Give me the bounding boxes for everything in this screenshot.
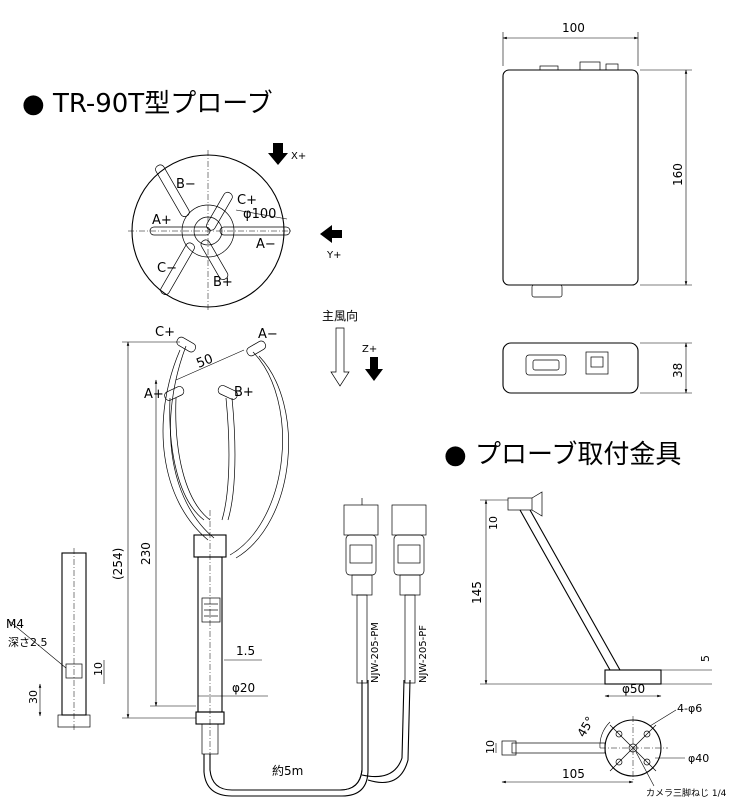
- bracket-dim-145: 145: [470, 581, 484, 604]
- converter-box: 100 160 38: [502, 21, 692, 394]
- box-height-dim: 160: [671, 163, 685, 186]
- dim-230: 230: [139, 542, 153, 565]
- bracket-base-diameter: φ50: [622, 682, 645, 696]
- m4-label: M4: [6, 617, 24, 631]
- label-b-plus: B+: [213, 275, 233, 290]
- dim-1-5: 1.5: [236, 644, 255, 658]
- camera-screw-label: カメラ三脚ねじ 1/4: [646, 788, 727, 799]
- label-y-axis: Y+: [326, 250, 342, 261]
- side-label-a-minus: A−: [258, 327, 278, 342]
- bracket-angle: 45°: [574, 714, 597, 739]
- bracket-holes: 4-φ6: [677, 702, 702, 715]
- label-a-plus: A+: [152, 213, 172, 228]
- bracket-section-title: ● プローブ取付金具: [444, 440, 681, 470]
- dim-30-small: 30: [27, 690, 40, 704]
- bracket-dim-5: 5: [699, 655, 712, 662]
- depth-label: 深さ2.5: [8, 636, 48, 649]
- dim-10-small: 10: [92, 662, 105, 676]
- cable-length-label: 約5m: [272, 763, 303, 778]
- probe-side-view: 50 C+ A− A+ B+ 約5m: [111, 308, 429, 797]
- connector-pm-label: NJW-205-PM: [370, 622, 381, 683]
- bracket-dim-105: 105: [562, 767, 585, 781]
- box-width-dim: 100: [562, 21, 585, 35]
- probe-section-title: ● TR-90T型プローブ: [22, 89, 273, 119]
- x-axis-arrow-icon: [268, 143, 288, 165]
- main-wind-label: 主風向: [322, 308, 358, 323]
- y-axis-arrow-icon: [320, 225, 342, 243]
- dim-50: 50: [194, 352, 215, 372]
- label-b-minus: B−: [176, 177, 196, 192]
- main-wind-arrow-icon: [330, 327, 350, 387]
- bracket-dim-10-bottom: 10: [484, 740, 497, 754]
- label-z-axis: Z+: [362, 344, 377, 355]
- side-label-b-plus: B+: [234, 385, 254, 400]
- label-diameter-100: φ100: [243, 207, 276, 222]
- label-x-axis: X+: [291, 151, 306, 162]
- box-depth-dim: 38: [671, 363, 685, 378]
- bracket-dim-40: φ40: [688, 752, 709, 765]
- label-c-minus: C−: [157, 261, 177, 276]
- probe-body-detail-view: M4 深さ2.5 10 30: [6, 548, 105, 730]
- connector-pm: [343, 498, 379, 684]
- connector-pf-label: NJW-205-PF: [418, 625, 429, 683]
- bracket-dim-10-top: 10: [487, 516, 500, 530]
- dim-254: (254): [111, 548, 125, 580]
- dim-phi20: φ20: [232, 681, 255, 695]
- label-a-minus: A−: [256, 237, 276, 252]
- label-c-plus: C+: [237, 193, 257, 208]
- connector-pf: [391, 504, 427, 684]
- z-axis-arrow-icon: [365, 357, 383, 381]
- probe-top-view: B− C+ φ100 A+ A− C− B+ X+ Y+: [128, 143, 342, 312]
- mounting-bracket: 10 145 5 φ50 10 45° 4-φ6 φ40 105 カメラ三脚ねじ…: [470, 491, 727, 799]
- side-label-c-plus: C+: [155, 325, 175, 340]
- side-label-a-plus: A+: [144, 387, 164, 402]
